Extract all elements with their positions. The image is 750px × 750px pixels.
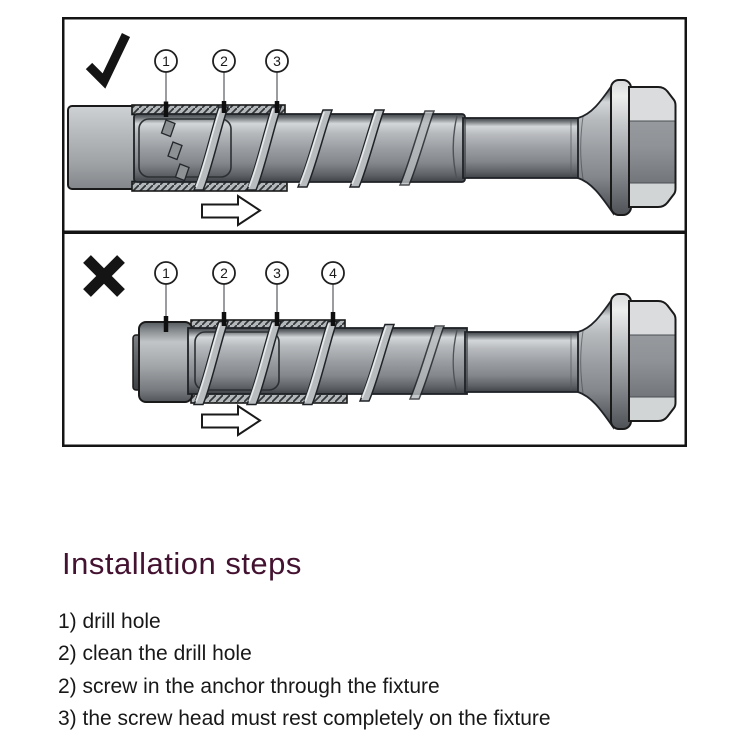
panel-divider — [62, 230, 687, 234]
incorrect-panel: 1 2 3 4 — [83, 255, 677, 437]
callout-number: 1 — [162, 53, 170, 69]
hole-clearance-outline — [194, 331, 280, 391]
installation-diagram: 1 2 3 — [62, 17, 687, 447]
diagram-frame — [62, 17, 687, 447]
cross-icon — [83, 255, 125, 297]
right-arrow-icon — [201, 404, 262, 437]
list-item: 2) clean the drill hole — [58, 642, 252, 666]
callout-number: 2 — [220, 53, 228, 69]
list-item: 2) screw in the anchor through the fixtu… — [58, 674, 440, 698]
installation-steps-list: 1) drill hole 2) clean the drill hole 2)… — [58, 606, 551, 736]
right-arrow-icon — [201, 194, 262, 227]
drill-hole-hatch-bottom — [190, 392, 348, 404]
list-item: 1) drill hole — [58, 610, 161, 633]
thread-highlights — [195, 323, 387, 402]
screw-tip — [138, 321, 193, 403]
callout-number: 4 — [329, 265, 337, 281]
callouts: 1 2 3 4 — [154, 261, 345, 332]
callout-number: 1 — [162, 265, 170, 281]
drill-hole-void — [67, 105, 136, 190]
hex-head — [628, 86, 677, 208]
correct-panel: 1 2 3 — [67, 33, 677, 227]
page-title: Installation steps — [62, 546, 302, 581]
callouts: 1 2 3 — [154, 49, 289, 117]
callout-number: 3 — [273, 53, 281, 69]
drill-hole-hatch-top — [131, 104, 286, 116]
hex-head — [628, 300, 677, 422]
drill-hole-hatch-bottom — [131, 180, 288, 192]
thread-highlights — [195, 108, 377, 188]
checkmark-icon — [85, 33, 131, 89]
list-item: 3) the screw head must rest completely o… — [58, 707, 551, 731]
cut-thread-fragments — [160, 119, 190, 182]
callout-number: 3 — [273, 265, 281, 281]
callout-number: 2 — [220, 265, 228, 281]
screw-anchor — [133, 79, 677, 216]
screw-anchor — [132, 293, 677, 430]
